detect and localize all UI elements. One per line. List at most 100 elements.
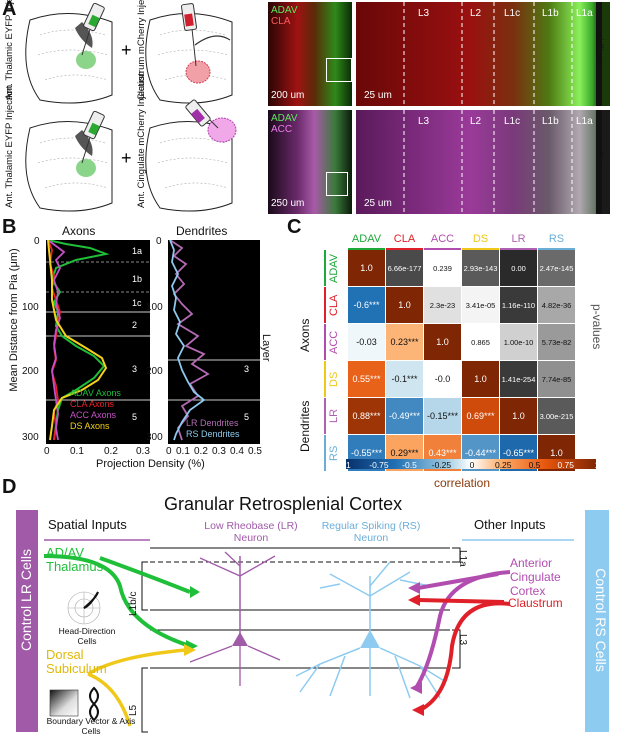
ytick-300: 300 [22, 432, 39, 443]
colorbar-tick: -1 [343, 460, 351, 470]
adav-label: AD/AV Thalamus [46, 545, 104, 574]
other-inputs-label: Other Inputs [474, 517, 546, 532]
dendrites-title: Dendrites [176, 224, 228, 238]
micrograph-zoom-cla: L3 L2 L1c L1b L1a 25 um [356, 2, 610, 106]
zoom1-layer-l1b: L1b [542, 8, 559, 19]
colorbar-tick: -0.25 [431, 460, 452, 470]
p-value-cell: 1.00e-10 [500, 324, 537, 360]
xtick-dend-1: 0.1 [176, 446, 190, 457]
panel-label-b: B [2, 216, 17, 238]
acc-label: Anterior Cingulate Cortex [510, 556, 561, 598]
colorbar-tick: -0.75 [369, 460, 389, 470]
correlation-cell: -0.15*** [424, 398, 461, 434]
correlation-cell: -0.6*** [348, 287, 385, 323]
zoom1-layer-l1a: L1a [576, 8, 593, 19]
legend-cla: CLA Axons [70, 399, 115, 409]
brain-schematics: + + [25, 2, 237, 212]
colorbar-tick: -0.5 [402, 460, 417, 470]
correlation-cell: 0.69*** [462, 398, 499, 434]
correlation-cell: 0.88*** [348, 398, 385, 434]
matrix-col-header: LR [500, 230, 537, 250]
xtick-axons-3: 0.3 [136, 446, 150, 457]
brain-slice-1 [25, 2, 113, 104]
p-value-cell: 2.93e-143 [462, 250, 499, 286]
p-value-cell: 3.00e-215 [538, 398, 575, 434]
axons-layer-1b: 1b [132, 274, 143, 284]
injection-label-4: Ant. Cingulate mCherry Injection [136, 71, 147, 208]
panel-label-d: D [2, 476, 17, 498]
zoom1-layer-l1c: L1c [504, 8, 521, 19]
ytick-d-200: 200 [146, 366, 163, 377]
rs-neuron-label: Regular Spiking (RS) Neuron [321, 520, 421, 544]
injection-label-3: Ant. Thalamic EYFP Injection [4, 84, 15, 208]
matrix-row-header: ADAV [324, 250, 342, 286]
zoom2-layer-l2: L2 [470, 116, 482, 127]
p-values-label: p-values [590, 304, 604, 350]
axons-traces [46, 240, 150, 441]
ytick-d-300: 300 [146, 432, 163, 443]
zoom1-layer-l2: L2 [470, 8, 482, 19]
matrix-row-header: ACC [324, 324, 342, 360]
xtick-dend-4: 0.4 [230, 446, 244, 457]
boundary-vector-label: Boundary Vector & Axis Cells [46, 716, 136, 736]
channel-green-1: ADAV [271, 5, 298, 16]
panel-label-a: A [2, 0, 17, 20]
matrix-col-header: ADAV [348, 230, 385, 250]
circuit-diagram [43, 539, 574, 733]
xtick-dend-2: 0.2 [194, 446, 208, 457]
axons-plot: 1a 1b 1c 2 3 5 ADAV Axons CLA Axons ACC … [46, 240, 150, 444]
channel-green-2: ADAV [271, 113, 298, 124]
dendrites-plot: 3 5 LR Dendrites RS Dendrites [168, 240, 260, 444]
zoom2-layer-l1b: L1b [542, 116, 559, 127]
brain-slice-4 [145, 99, 237, 212]
zoom2-layer-l3: L3 [418, 116, 430, 127]
axons-layer-1a: 1a [132, 246, 143, 256]
legend-ds: DS Axons [70, 421, 110, 431]
axons-layer-2: 2 [132, 320, 138, 330]
p-value-cell: 1.41e-254 [500, 361, 537, 397]
zoom2-scale-bar: 25 um [364, 198, 392, 209]
ytick-d-100: 100 [146, 302, 163, 313]
dorsal-subiculum-label: Dorsal Subiculum [46, 647, 107, 676]
zoom1-scale-bar: 25 um [364, 90, 392, 101]
boundary-vector-icon [49, 686, 99, 722]
head-direction-label: Head-Direction Cells [58, 626, 116, 646]
ytick-100: 100 [22, 302, 39, 313]
matrix-row-header: CLA [324, 287, 342, 323]
p-value-cell: 7.74e-85 [538, 361, 575, 397]
head-direction-icon [67, 591, 101, 625]
p-value-cell: 0.239 [424, 250, 461, 286]
scale-bar-1: 200 um [271, 90, 305, 101]
matrix-row-header: DS [324, 361, 342, 397]
plus-sign-2: + [121, 148, 132, 168]
panel-d-title: Granular Retrosplenial Cortex [164, 494, 403, 514]
ytick-200: 200 [22, 366, 39, 377]
xtick-axons-2: 0.2 [104, 446, 118, 457]
matrix-col-header: ACC [424, 230, 461, 250]
layer-boundaries-1 [403, 2, 602, 106]
legend-rs: RS Dendrites [186, 429, 240, 439]
ytick-0: 0 [34, 236, 40, 247]
correlation-cell: -0.0 [424, 361, 461, 397]
zoom2-midline: midline [593, 138, 604, 170]
claustrum-label: Claustrum [508, 596, 563, 610]
channel-red-1: CLA [271, 16, 291, 27]
dendrites-layer-3: 3 [244, 364, 250, 374]
correlation-cell: -0.1*** [386, 361, 423, 397]
p-value-cell: 4.82e-36 [538, 287, 575, 323]
xtick-dend-3: 0.3 [212, 446, 226, 457]
xtick-axons-1: 0.1 [70, 446, 84, 457]
micrograph-zoom-acc: L3 L2 L1c L1b L1a 25 um [356, 110, 610, 214]
p-value-cell: 0.00 [500, 250, 537, 286]
spatial-inputs-label: Spatial Inputs [48, 517, 127, 532]
channel-magenta-2: ACC [271, 124, 293, 135]
colorbar-tick: 1 [594, 460, 600, 470]
micrograph-overview-acc: ADAV ACC 250 um [268, 110, 352, 214]
zoom1-midline: midline [593, 30, 604, 62]
correlation-cell: 1.0 [386, 287, 423, 323]
matrix-col-header: RS [538, 230, 575, 250]
correlation-cell: 1.0 [424, 324, 461, 360]
